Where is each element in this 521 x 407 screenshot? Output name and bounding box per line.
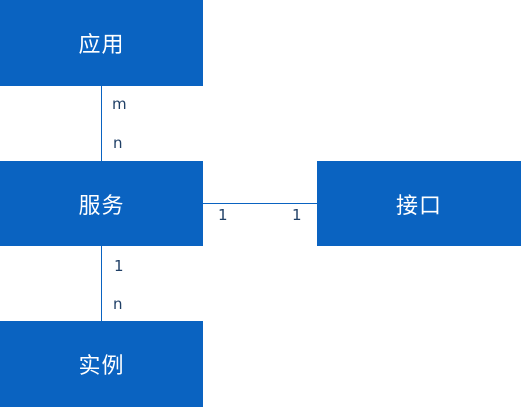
service-instance-connector: [101, 246, 102, 321]
app-multiplicity-label: m: [112, 95, 127, 113]
instance-multiplicity-label: n: [113, 295, 123, 313]
instance-node: 实例: [0, 321, 203, 407]
service-interface-connector: [203, 203, 317, 204]
interface-multiplicity-label: 1: [292, 206, 302, 224]
service-multiplicity-label-to-interface: 1: [218, 206, 228, 224]
service-multiplicity-label-from-app: n: [113, 134, 123, 152]
service-node: 服务: [0, 161, 203, 246]
app-service-connector: [101, 86, 102, 161]
app-node: 应用: [0, 0, 203, 86]
interface-node: 接口: [317, 161, 521, 246]
service-node-label: 服务: [78, 193, 125, 219]
app-node-label: 应用: [78, 33, 125, 58]
service-multiplicity-label-to-instance: 1: [114, 257, 124, 275]
interface-node-label: 接口: [395, 193, 442, 219]
instance-node-label: 实例: [78, 354, 125, 379]
